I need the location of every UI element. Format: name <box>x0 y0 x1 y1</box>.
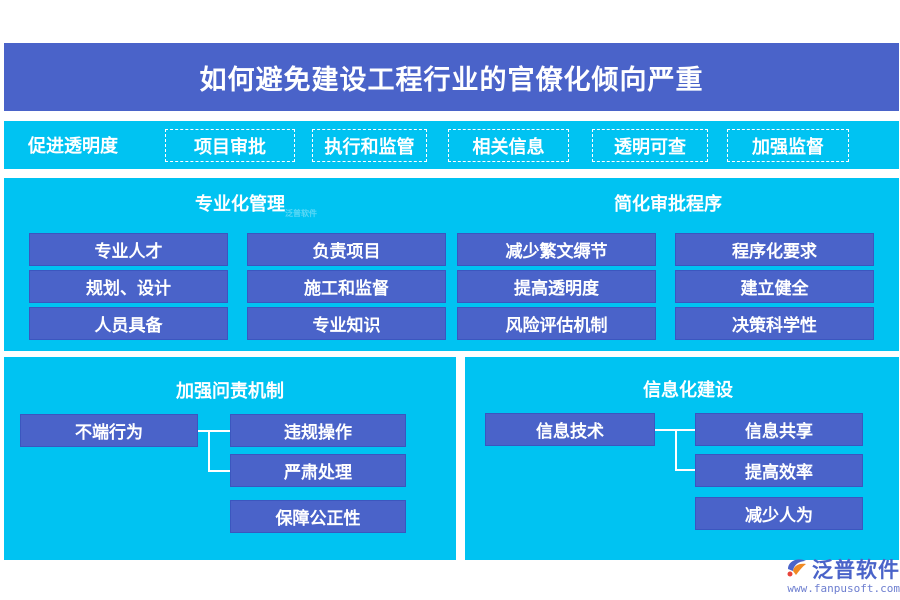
professional-title: 专业化管理 <box>195 194 285 215</box>
professional-item: 施工和监督 <box>247 270 446 303</box>
professional-item: 规划、设计 <box>29 270 228 303</box>
informatization-root: 信息技术 <box>485 413 655 446</box>
simplify-item: 提高透明度 <box>457 270 656 303</box>
informatization-child: 信息共享 <box>695 413 863 446</box>
accountability-title: 加强问责机制 <box>176 381 284 402</box>
professional-item: 人员具备 <box>29 307 228 340</box>
accountability-child: 保障公正性 <box>230 500 406 533</box>
transparency-item: 加强监督 <box>727 129 849 162</box>
simplify-item: 建立健全 <box>675 270 874 303</box>
informatization-child: 提高效率 <box>695 454 863 487</box>
connector-line <box>675 469 695 471</box>
fanpu-logo-icon <box>784 555 810 583</box>
logo-url: www.fanpusoft.com <box>787 582 900 595</box>
professional-item: 专业人才 <box>29 233 228 266</box>
transparency-item: 透明可查 <box>592 129 708 162</box>
watermark: 泛普软件 <box>285 209 317 218</box>
transparency-item: 相关信息 <box>448 129 569 162</box>
connector-line <box>675 429 677 470</box>
professional-item: 专业知识 <box>247 307 446 340</box>
page-title: 如何避免建设工程行业的官僚化倾向严重 <box>4 43 899 111</box>
accountability-child: 违规操作 <box>230 414 406 447</box>
informatization-title: 信息化建设 <box>643 380 733 401</box>
logo-name: 泛普软件 <box>812 558 900 582</box>
simplify-item: 风险评估机制 <box>457 307 656 340</box>
connector-line <box>208 430 210 471</box>
professional-item: 负责项目 <box>247 233 446 266</box>
transparency-label: 促进透明度 <box>28 136 118 157</box>
simplify-item: 减少繁文缛节 <box>457 233 656 266</box>
simplify-item: 决策科学性 <box>675 307 874 340</box>
simplify-title: 简化审批程序 <box>614 194 722 215</box>
transparency-item: 执行和监管 <box>312 129 427 162</box>
accountability-child: 严肃处理 <box>230 454 406 487</box>
connector-line <box>208 470 230 472</box>
accountability-root: 不端行为 <box>20 414 198 447</box>
simplify-item: 程序化要求 <box>675 233 874 266</box>
transparency-item: 项目审批 <box>165 129 295 162</box>
informatization-child: 减少人为 <box>695 497 863 530</box>
connector-line <box>198 430 230 432</box>
brand-logo: 泛普软件 www.fanpusoft.com <box>770 554 900 600</box>
